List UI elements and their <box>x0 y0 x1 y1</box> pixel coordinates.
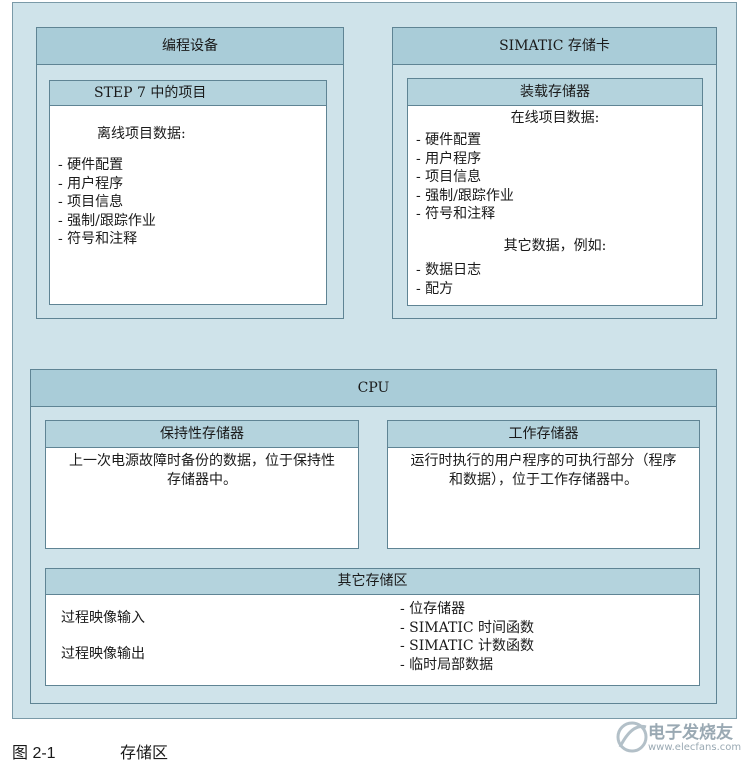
list-item: - 硬件配置 <box>58 157 124 173</box>
other-data-list: - 数据日志 - 配方 <box>416 261 481 298</box>
step7-project-header: STEP 7 中的项目 <box>50 81 326 106</box>
other-memory-list: - 位存储器 - SIMATIC 时间函数 - SIMATIC 计数函数 - 临… <box>400 600 534 674</box>
offline-data-label: 离线项目数据: <box>97 126 186 142</box>
figure-caption: 存储区 <box>120 745 169 762</box>
list-item: - 数据日志 <box>416 262 482 278</box>
process-image-output: 过程映像输出 <box>61 646 145 662</box>
retentive-memory-box: 保持性存储器 上一次电源故障时备份的数据，位于保持性 存储器中。 <box>45 420 359 549</box>
list-item: - 临时局部数据 <box>400 656 494 673</box>
retentive-memory-text: 上一次电源故障时备份的数据，位于保持性 存储器中。 <box>46 448 358 490</box>
list-item: - SIMATIC 时间函数 <box>400 619 535 636</box>
step7-project-box: STEP 7 中的项目 <box>49 80 327 305</box>
list-item: - 用户程序 <box>416 150 482 167</box>
list-item: - 符号和注释 <box>416 206 496 223</box>
text-line: 存储器中。 <box>167 472 237 488</box>
list-item: - 强制/跟踪作业 <box>416 187 514 204</box>
watermark-url: www.elecfans.com <box>648 742 742 753</box>
list-item: - 用户程序 <box>58 175 124 192</box>
list-item: - 配方 <box>416 280 454 297</box>
work-memory-box: 工作存储器 运行时执行的用户程序的可执行部分（程序 和数据），位于工作存储器中。 <box>387 420 700 549</box>
work-memory-header: 工作存储器 <box>388 421 699 448</box>
list-item: - 符号和注释 <box>58 231 138 248</box>
text-line: 上一次电源故障时备份的数据，位于保持性 <box>69 453 335 469</box>
list-item: - SIMATIC 计数函数 <box>400 638 535 655</box>
programming-device-title: 编程设备 <box>37 28 343 65</box>
offline-data-list: - 硬件配置 - 用户程序 - 项目信息 - 强制/跟踪作业 - 符号和注释 <box>58 156 156 249</box>
list-item: - 项目信息 <box>416 169 482 186</box>
work-memory-text: 运行时执行的用户程序的可执行部分（程序 和数据），位于工作存储器中。 <box>388 448 699 490</box>
list-item: - 项目信息 <box>58 194 124 211</box>
text-line: 和数据），位于工作存储器中。 <box>449 472 638 488</box>
memory-card-title: SIMATIC 存储卡 <box>393 28 716 65</box>
load-memory-box: 装载存储器 <box>407 78 703 306</box>
text-line: 运行时执行的用户程序的可执行部分（程序 <box>410 453 677 469</box>
other-memory-header: 其它存储区 <box>46 569 699 595</box>
watermark: 电子发烧友 www.elecfans.com <box>612 712 744 762</box>
other-data-label: 其它数据，例如: <box>503 238 607 254</box>
figure-number: 图 2-1 <box>12 745 56 762</box>
list-item: - 强制/跟踪作业 <box>58 212 156 229</box>
retentive-memory-header: 保持性存储器 <box>46 421 358 448</box>
cpu-title: CPU <box>31 370 716 407</box>
online-data-list: - 硬件配置 - 用户程序 - 项目信息 - 强制/跟踪作业 - 符号和注释 <box>416 131 514 224</box>
load-memory-header: 装载存储器 <box>408 79 702 106</box>
list-item: - 位存储器 <box>400 601 466 617</box>
watermark-text: 电子发烧友 <box>648 723 733 743</box>
watermark-logo-icon <box>616 721 648 753</box>
online-data-label: 在线项目数据: <box>510 110 600 126</box>
other-memory-box: 其它存储区 <box>45 568 700 686</box>
list-item: - 硬件配置 <box>416 132 482 148</box>
process-image-input: 过程映像输入 <box>61 610 145 626</box>
